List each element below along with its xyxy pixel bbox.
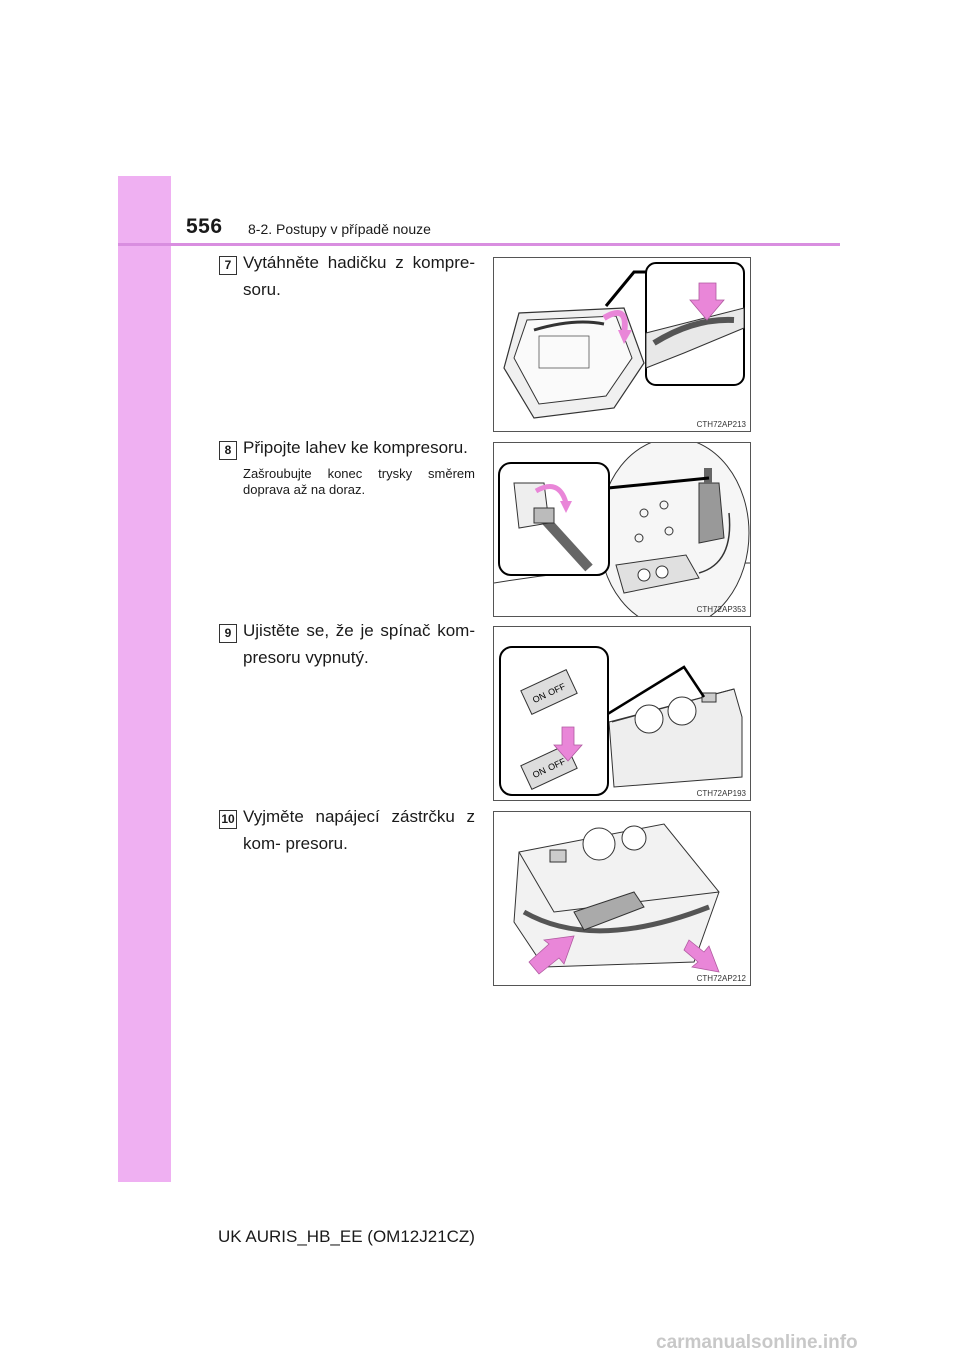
step-10-number: 10 — [219, 810, 237, 829]
step-9-text: Ujistěte se, že je spínač kom- presoru v… — [243, 621, 475, 667]
step-10-text: Vyjměte napájecí zástrčku z kom- presoru… — [243, 807, 475, 853]
figure-code-8: CTH72AP353 — [696, 605, 746, 614]
footer-model: UK AURIS_HB_EE (OM12J21CZ) — [218, 1227, 475, 1246]
page-number: 556 — [186, 215, 223, 238]
figure-code-10: CTH72AP212 — [696, 974, 746, 983]
switch-off-illustration: ON OFF ON OFF — [499, 646, 743, 796]
header-rule — [118, 243, 840, 246]
watermark: carmanualsonline.info — [656, 1332, 858, 1353]
step-8-text: Připojte lahev ke kompresoru. — [243, 438, 468, 457]
section-title: 8-2. Postupy v případě nouze — [248, 221, 431, 237]
power-plug-removal-illustration — [513, 823, 720, 975]
step-9-number: 9 — [219, 624, 237, 643]
figure-step-7: CTH72AP213 — [493, 257, 751, 432]
figure-step-8: CTH72AP353 — [493, 442, 751, 617]
step-8-note: Zašroubujte konec trysky směrem doprava … — [243, 466, 475, 497]
side-tab — [118, 176, 171, 1182]
bottle-connection-illustration — [494, 443, 750, 616]
compressor-hose-illustration — [503, 262, 745, 419]
step-7-text: Vytáhněte hadičku z kompre- soru. — [243, 253, 475, 299]
figure-step-9: ON OFF ON OFF CTH72AP193 — [493, 626, 751, 801]
figure-step-10: CTH72AP212 — [493, 811, 751, 986]
figure-code-9: CTH72AP193 — [696, 789, 746, 798]
step-8-number: 8 — [219, 441, 237, 460]
step-7-number: 7 — [219, 256, 237, 275]
figure-code-7: CTH72AP213 — [696, 420, 746, 429]
